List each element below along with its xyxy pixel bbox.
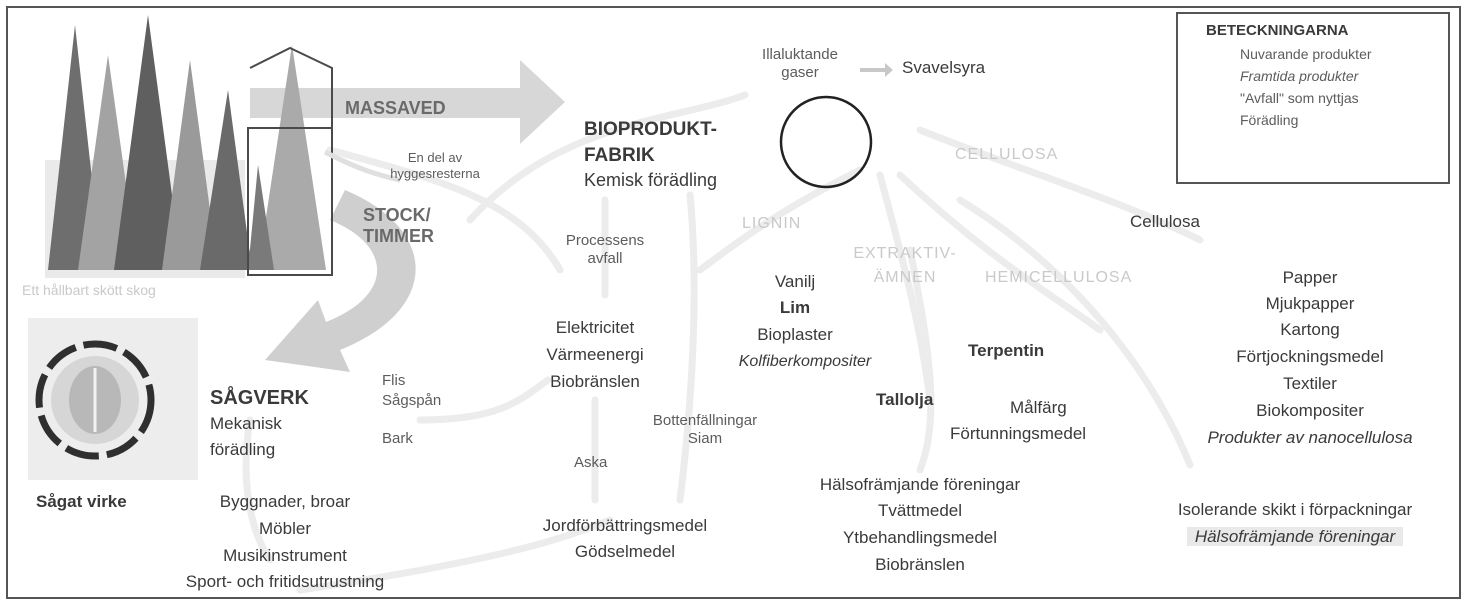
cellulosa-heading: CELLULOSA [955, 146, 1059, 163]
cellulosa-label: Cellulosa [1130, 212, 1200, 231]
sagverk-product-instruments: Musikinstrument [223, 546, 347, 565]
hemi-health-future-text: Hälsofrämjande föreningar [1186, 527, 1404, 546]
energy-heat: Värmeenergi [546, 345, 644, 364]
massaved-label: MASSAVED [345, 98, 446, 118]
energy-biofuel: Biobränslen [550, 372, 640, 391]
legend-refinement: Förädling [1240, 112, 1299, 128]
extraktiv-surface: Ytbehandlingsmedel [842, 528, 998, 547]
hemi-isolerande: Isolerande skikt i förpackningar [1177, 500, 1413, 519]
legend-title: BETECKNINGARNA [1206, 22, 1349, 39]
energy-electricity: Elektricitet [555, 318, 635, 337]
forest-caption: Ett hållbart skött skog [22, 282, 156, 298]
flow-curve-lignin [696, 166, 864, 274]
lignin-heading: LIGNIN [742, 215, 802, 232]
timmer-label: TIMMER [363, 226, 434, 246]
extraktiv-detergent: Tvättmedel [877, 501, 963, 520]
bioprodukt-subtitle: Kemisk förädling [584, 170, 718, 190]
sagspan-label: Sågspån [382, 392, 442, 409]
lignin-vanilj: Vanilj [774, 272, 816, 291]
cellulosa-biokompositer: Biokompositer [1256, 401, 1364, 420]
sagverk-product-furniture: Möbler [259, 519, 311, 538]
bioproduct-circle [779, 95, 873, 189]
stock-timmer-arrow [265, 190, 416, 372]
bark-label: Bark [382, 430, 413, 447]
legend-box: BETECKNINGARNA Nuvarande produkter Framt… [1176, 12, 1450, 184]
legend-current-products: Nuvarande produkter [1240, 46, 1372, 62]
fertilizer: Gödselmedel [574, 542, 676, 561]
extraktiv-heading-1: EXTRAKTIV- [853, 245, 957, 262]
hemi-health-future: Hälsofrämjande föreningar [1130, 527, 1460, 548]
cellulosa-textiler: Textiler [1283, 374, 1337, 393]
legend-waste-used: "Avfall" som nyttjas [1240, 90, 1359, 106]
diagram-frame [6, 6, 1461, 599]
sagverk-product-buildings: Byggnader, broar [219, 492, 351, 511]
hyggesrester-label-2: hyggesresterna [390, 166, 480, 181]
sagverk-title: SÅGVERK [210, 387, 309, 409]
sagverk-product-sport: Sport- och fritidsutrustning [185, 572, 385, 591]
lignin-lim: Lim [779, 298, 811, 317]
sagverk-sub-1: Mekanisk [210, 414, 282, 433]
residue-arrow [323, 149, 401, 183]
sagat-virke-label: Sågat virke [36, 492, 127, 511]
aska-label: Aska [574, 454, 608, 471]
bottenfallningar-label: Bottenfällningar [652, 412, 758, 429]
svavelsyra-label: Svavelsyra [902, 58, 986, 77]
hyggesrester-label-1: En del av [407, 150, 463, 165]
flow-curve-residues [326, 146, 564, 274]
cellulosa-fortjockning: Förtjockningsmedel [1236, 347, 1384, 366]
soil-improver: Jordförbättringsmedel [542, 516, 708, 535]
flow-curve-bottom [296, 516, 614, 594]
flis-label: Flis [382, 372, 406, 389]
legend-future-products: Framtida produkter [1240, 68, 1359, 84]
malfarg-label: Målfärg [1010, 398, 1067, 417]
forest-trees [45, 15, 326, 278]
processens-label-1: Processens [565, 232, 645, 249]
extraktiv-biofuel: Biobränslen [875, 555, 965, 574]
cellulosa-nano: Produkter av nanocellulosa [1207, 428, 1413, 447]
fortunning-label: Förtunningsmedel [950, 424, 1087, 443]
flow-curve-wood-chips [416, 376, 552, 424]
gaser-label-1: Illaluktande [762, 46, 838, 63]
gas-arrow [860, 63, 893, 77]
stock-label: STOCK/ [363, 205, 431, 225]
bioprodukt-title-2: FABRIK [584, 145, 655, 166]
lignin-bioplaster: Bioplaster [757, 325, 833, 344]
siam-label: Siam [687, 430, 723, 447]
flow-curve-saw [242, 416, 274, 564]
hemicellulosa-heading: HEMICELLULOSA [985, 269, 1133, 286]
massaved-arrow [250, 60, 565, 144]
cellulosa-kartong: Kartong [1280, 320, 1340, 339]
bioprodukt-title-1: BIOPRODUKT- [584, 119, 717, 140]
flow-curve-loop [466, 91, 749, 224]
flow-curve-extr-health [906, 246, 935, 474]
extraktiv-heading-2: ÄMNEN [873, 269, 937, 286]
sawmill-image [28, 318, 198, 480]
flow-curve-hemicellulosa [896, 171, 1104, 334]
gaser-label-2: gaser [781, 64, 819, 81]
lignin-kolfiber: Kolfiberkompositer [738, 353, 872, 370]
flow-curve-sludge [676, 191, 698, 504]
processens-label-2: avfall [587, 250, 623, 267]
tree-outline [247, 46, 333, 276]
extraktiv-health: Hälsofrämjande föreningar [819, 475, 1021, 494]
flow-curve-cellulosa [916, 126, 1204, 244]
flow-curve-hemi-iso [956, 196, 1194, 469]
cellulosa-papper: Papper [1282, 268, 1338, 287]
flow-curve-extraktiv [876, 171, 934, 404]
tallolja-label: Tallolja [876, 390, 934, 409]
sagverk-sub-2: förädling [210, 440, 276, 459]
terpentin-label: Terpentin [968, 341, 1045, 360]
cellulosa-mjukpapper: Mjukpapper [1265, 294, 1355, 313]
